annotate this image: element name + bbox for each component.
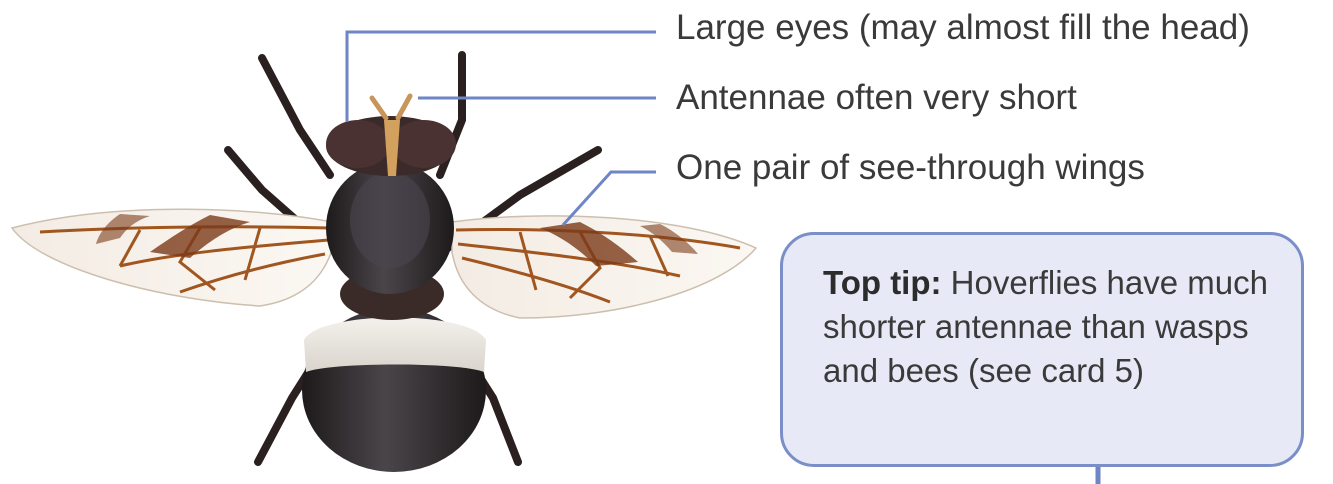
right-wing <box>452 216 756 318</box>
left-wing <box>12 209 332 306</box>
annotation-eyes: Large eyes (may almost fill the head) <box>676 10 1250 45</box>
fly-body <box>302 96 486 472</box>
tip-heading: Top tip: <box>823 264 942 301</box>
leader-line-eyes <box>347 32 656 122</box>
top-tip-box: Top tip: Hoverflies have much shorter an… <box>780 232 1304 467</box>
annotation-antennae: Antennae often very short <box>676 80 1077 115</box>
annotation-wings: One pair of see-through wings <box>676 150 1145 185</box>
